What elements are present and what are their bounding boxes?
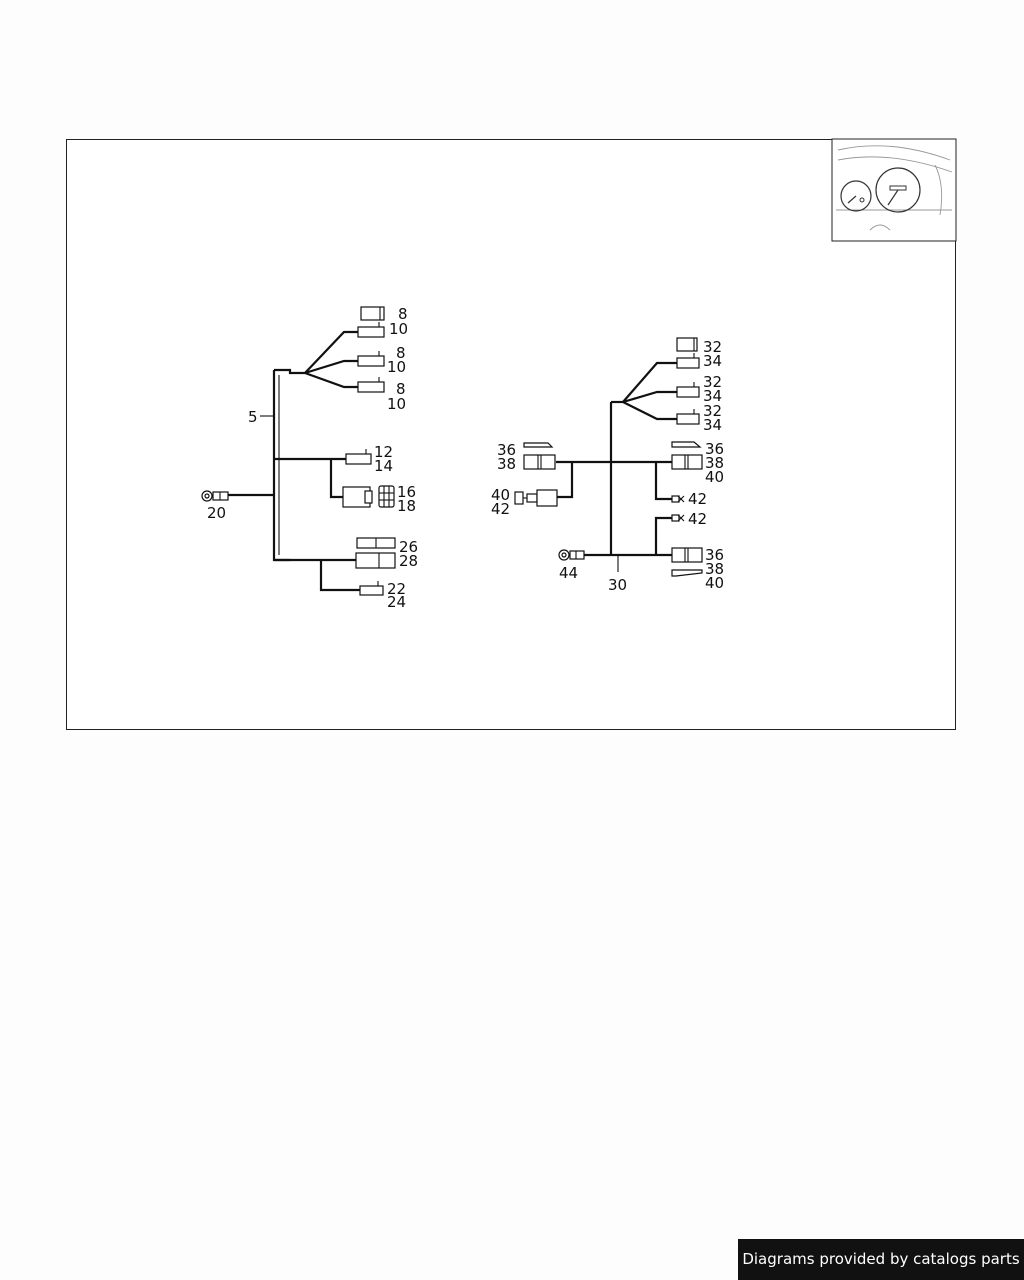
connector-40-42-left xyxy=(514,489,558,507)
callout-32-b: 32 xyxy=(703,373,722,391)
connector-36-38-right-bottom xyxy=(671,547,703,577)
connector-16-18 xyxy=(342,485,395,508)
callout-42-right-a: 42 xyxy=(688,490,707,508)
callout-26: 26 xyxy=(399,538,418,556)
callout-10-b: 10 xyxy=(387,358,406,376)
callout-28: 28 xyxy=(399,552,418,570)
connector-34-c xyxy=(676,409,700,425)
diagram-frame xyxy=(66,139,956,730)
callout-18: 18 xyxy=(397,497,416,515)
callout-34-c: 34 xyxy=(703,416,722,434)
callout-30: 30 xyxy=(608,576,627,594)
connector-22-24 xyxy=(359,581,384,596)
callout-38-right-top: 38 xyxy=(705,454,724,472)
connector-10-c xyxy=(357,377,385,393)
callout-12: 12 xyxy=(374,443,393,461)
callout-40-right-top: 40 xyxy=(705,468,724,486)
harness-left xyxy=(228,330,360,592)
callouts-left: 8 10 8 10 8 10 5 12 14 16 18 20 26 28 22… xyxy=(207,305,418,611)
callout-16: 16 xyxy=(397,483,416,501)
callout-8-c: 8 xyxy=(396,380,406,398)
callout-36-left: 36 xyxy=(497,441,516,459)
connector-36-38-right-top xyxy=(671,441,703,470)
callout-34-b: 34 xyxy=(703,387,722,405)
callouts-right: 32 34 32 34 32 34 36 38 36 38 40 40 42 4… xyxy=(491,338,724,594)
connector-32-top xyxy=(676,337,698,352)
callout-42-left: 42 xyxy=(491,500,510,518)
callout-8-a: 8 xyxy=(398,305,408,323)
callout-32-a: 32 xyxy=(703,338,722,356)
callout-38-right-bottom: 38 xyxy=(705,560,724,578)
callout-14: 14 xyxy=(374,457,393,475)
credit-banner: Diagrams provided by catalogs parts xyxy=(738,1239,1024,1280)
callout-22: 22 xyxy=(387,580,406,598)
callout-42-right-b: 42 xyxy=(688,510,707,528)
connector-8-top xyxy=(360,306,385,321)
callout-34-a: 34 xyxy=(703,352,722,370)
callout-40-left: 40 xyxy=(491,486,510,504)
callout-40-right-bottom: 40 xyxy=(705,574,724,592)
harness-right xyxy=(556,361,677,572)
callout-44: 44 xyxy=(559,564,578,582)
callout-10-c: 10 xyxy=(387,395,406,413)
callout-38-left: 38 xyxy=(497,455,516,473)
ring-terminal-44 xyxy=(558,549,585,561)
terminal-42-a xyxy=(671,495,685,503)
connector-36-38-left xyxy=(523,442,556,470)
connector-10-a xyxy=(357,322,385,338)
callout-36-right-top: 36 xyxy=(705,440,724,458)
callout-10-a: 10 xyxy=(389,320,408,338)
callout-32-c: 32 xyxy=(703,402,722,420)
connector-26-28 xyxy=(355,537,396,569)
connector-12-14 xyxy=(345,449,372,465)
connector-34-a xyxy=(676,353,700,369)
callout-20: 20 xyxy=(207,504,226,522)
callout-5: 5 xyxy=(248,408,258,426)
callout-8-b: 8 xyxy=(396,344,406,362)
cluster-thumbnail xyxy=(831,138,957,242)
connector-10-b xyxy=(357,351,385,367)
callout-36-right-bottom: 36 xyxy=(705,546,724,564)
callout-24: 24 xyxy=(387,593,406,611)
ring-terminal-20 xyxy=(201,490,229,502)
terminal-42-b xyxy=(671,514,685,522)
connector-34-b xyxy=(676,382,700,398)
